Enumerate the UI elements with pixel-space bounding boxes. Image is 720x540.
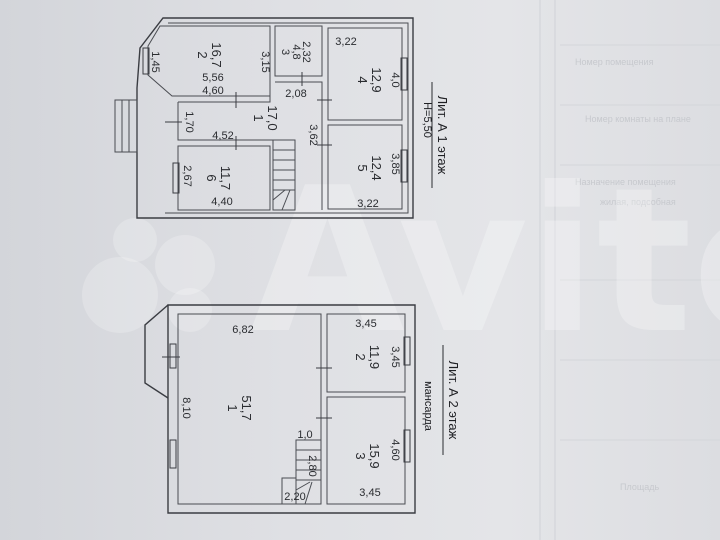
room-1-number: 1 — [225, 404, 240, 411]
window — [403, 336, 411, 366]
room-5-number: 5 — [355, 164, 370, 171]
room-2-number: 2 — [353, 353, 368, 360]
room-6-number: 6 — [204, 174, 219, 181]
bay-wall — [144, 304, 169, 399]
background-ghost-table: Номер помещения Номер комнаты на плане Н… — [539, 0, 720, 540]
dim-r1-side: 8,10 — [180, 397, 192, 418]
window — [169, 439, 177, 469]
room-1-area: 51,7 — [239, 395, 254, 420]
dim-stair-base: 2,20 — [284, 491, 305, 503]
dim-r1-top: 6,82 — [232, 324, 253, 336]
room-2-area: 16,7 — [209, 42, 224, 67]
floor-2-subtitle: мансарда — [422, 381, 434, 432]
window — [172, 162, 180, 194]
ghost-text: Назначение помещения — [575, 177, 676, 187]
dim-r1-entry: 1,70 — [183, 111, 195, 132]
dim-r3-depth: 2,32 — [300, 41, 312, 62]
stairs-floor-1 — [272, 139, 296, 211]
room-5 — [327, 124, 403, 210]
room-3-area: 4,8 — [290, 44, 302, 59]
dim-r2-bay: 1,45 — [149, 51, 161, 72]
dim-r2-inner: 4,60 — [202, 85, 223, 97]
dim-r1-depth: 3,62 — [307, 124, 319, 145]
ghost-text: жилая, подсобная — [600, 197, 676, 207]
ghost-text: Номер помещения — [575, 57, 654, 67]
dim-r3-side: 4,60 — [389, 439, 401, 460]
ghost-text: Площадь — [620, 482, 659, 492]
room-2 — [147, 25, 271, 97]
dim-r6-bottom: 4,40 — [211, 196, 232, 208]
door-marks — [162, 356, 332, 419]
room-6 — [177, 145, 271, 211]
entry-steps — [114, 99, 138, 153]
room-3 — [274, 25, 323, 77]
dim-r2-side: 3,45 — [389, 346, 401, 367]
outer-wall — [167, 304, 416, 514]
floor-2-title: Лит. А 2 этаж — [446, 361, 461, 440]
room-3-number: 3 — [353, 452, 368, 459]
room-4-number: 4 — [355, 76, 370, 83]
stairs-floor-2 — [281, 439, 322, 505]
window — [142, 47, 150, 75]
window — [400, 57, 408, 91]
room-1 — [177, 313, 322, 505]
window — [169, 343, 177, 369]
room-1 — [177, 81, 323, 210]
dim-r5-side: 3,85 — [389, 153, 401, 174]
room-1-area: 17,0 — [265, 105, 280, 130]
dim-r4-top: 3,22 — [335, 36, 356, 48]
room-6-area: 11,7 — [218, 166, 233, 190]
ghost-text: Номер комнаты на плане — [585, 114, 691, 124]
room-3-area: 15,9 — [367, 443, 382, 468]
floor-2-plan: 6,82 8,10 1 51,7 1,0 2,80 2,20 3,45 2 11… — [144, 304, 461, 514]
dim-r6-side: 2,67 — [181, 165, 193, 186]
dim-stair-width: 1,0 — [297, 429, 312, 441]
door-marks — [165, 72, 332, 150]
room-3-number: 3 — [279, 49, 291, 55]
room-2-number: 2 — [195, 51, 210, 58]
dim-r5-bottom: 3,22 — [357, 198, 378, 210]
room-2-area: 11,9 — [367, 345, 382, 369]
dim-r2-top: 3,45 — [355, 318, 376, 330]
floor-1-height: H=5,50 — [421, 102, 433, 138]
dim-r2-depth: 3,15 — [259, 51, 271, 72]
window — [403, 429, 411, 463]
outer-wall — [136, 17, 414, 219]
window — [400, 149, 408, 183]
room-5-area: 12,4 — [369, 155, 384, 180]
room-3 — [326, 396, 406, 505]
room-4 — [327, 27, 403, 121]
floor-1-title: Лит. А 1 этаж — [435, 96, 450, 175]
dim-r2-width: 5,56 — [202, 72, 223, 84]
dim-r4-side: 4,0 — [389, 72, 401, 87]
dim-r3-bottom: 3,45 — [359, 487, 380, 499]
room-2 — [326, 313, 406, 393]
dim-r1-top: 2,08 — [285, 88, 306, 100]
dim-r1-width: 4,52 — [212, 130, 233, 142]
floor-1-plan: 2 16,7 1,45 5,56 4,60 3,15 3 4,8 2,32 2,… — [114, 17, 450, 219]
room-4-area: 12,9 — [369, 67, 384, 92]
room-1-number: 1 — [251, 114, 266, 121]
dim-stair-length: 2,80 — [306, 455, 318, 476]
